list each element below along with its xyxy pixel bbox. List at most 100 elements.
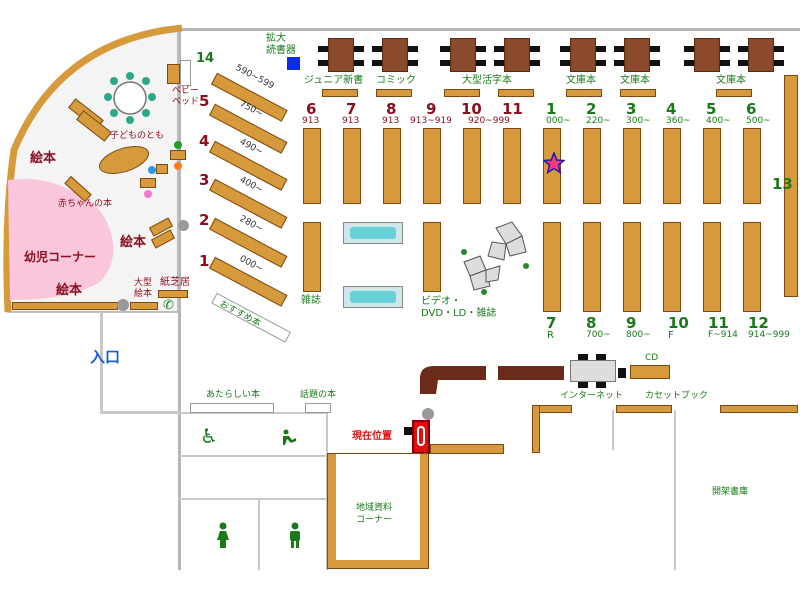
label-large-print: 大型活字本 bbox=[462, 75, 512, 86]
shelf-largeprint-a bbox=[444, 89, 480, 97]
shelf-num: 9 bbox=[626, 314, 637, 332]
label-local-materials: 地域資料 コーナー bbox=[356, 503, 393, 525]
label-infant-corner: 幼児コーナー bbox=[24, 250, 97, 264]
local-shelf-top bbox=[430, 444, 504, 454]
bookshelf bbox=[503, 128, 521, 204]
restroom-divider bbox=[178, 455, 328, 457]
bookshelf bbox=[623, 128, 641, 204]
shelf-largeprint-b bbox=[498, 89, 534, 97]
shelf-code: R bbox=[547, 330, 554, 341]
mens-restroom-icon bbox=[288, 522, 302, 548]
shelf-num: 10 bbox=[668, 314, 689, 332]
label-big-picture-books: 大型 絵本 bbox=[134, 278, 153, 299]
bookshelf bbox=[743, 222, 761, 312]
label-junior-new: ジュニア新書 bbox=[304, 75, 364, 86]
video-shelf bbox=[423, 222, 441, 292]
shelf-num-13: 13 bbox=[772, 175, 793, 193]
restroom-area bbox=[178, 412, 328, 570]
building-outer-wall bbox=[178, 28, 800, 570]
pillar bbox=[422, 408, 434, 420]
shelf-code: 913 bbox=[382, 116, 400, 126]
internet-desk-side bbox=[532, 405, 540, 453]
restroom-divider2 bbox=[178, 498, 328, 500]
bookshelf bbox=[463, 128, 481, 204]
shelf-code: 700~ bbox=[586, 330, 611, 340]
bottom-shelf bbox=[130, 302, 158, 310]
pillar bbox=[117, 299, 129, 311]
bookshelf bbox=[663, 222, 681, 312]
label-internet: インターネット bbox=[560, 391, 624, 401]
label-cassette: カセットブック bbox=[645, 391, 709, 401]
shelf-code: 300~ bbox=[626, 116, 651, 126]
shelf-num: 2 bbox=[586, 100, 597, 118]
baby-bed bbox=[167, 64, 180, 84]
shelf-num: 9 bbox=[426, 100, 437, 118]
label-baby-books: 赤ちゃんの本 bbox=[58, 199, 113, 209]
baby-care-icon bbox=[280, 428, 298, 446]
shelf-code: 913 bbox=[302, 116, 320, 126]
children-shelf-num: 4 bbox=[199, 132, 210, 150]
shelf-code: 400~ bbox=[706, 116, 731, 126]
bookshelf bbox=[423, 128, 441, 204]
terminal-chair bbox=[578, 354, 588, 360]
shelf-code: 360~ bbox=[666, 116, 691, 126]
sofa bbox=[343, 286, 403, 308]
label-baby-bed: ベビー ベッド bbox=[172, 86, 200, 107]
bookshelf bbox=[743, 128, 761, 204]
service-counter bbox=[420, 366, 564, 394]
label-picture-book-2: 絵本 bbox=[120, 235, 147, 250]
children-shelf-num: 14 bbox=[196, 51, 215, 66]
small-shelf bbox=[170, 150, 186, 160]
shelf-code: F bbox=[668, 330, 674, 341]
expand-reader-device bbox=[287, 57, 300, 70]
terminal-chair bbox=[596, 382, 606, 388]
shelf-num: 7 bbox=[546, 314, 557, 332]
shelf-code: 914~999 bbox=[748, 330, 790, 340]
label-bunko-1: 文庫本 bbox=[566, 75, 596, 86]
av-booth-icon bbox=[461, 221, 529, 295]
baby-bed-frame bbox=[180, 60, 191, 86]
shelf-junior bbox=[322, 89, 358, 97]
bookshelf bbox=[583, 222, 601, 312]
wall-segment bbox=[674, 410, 676, 570]
label-bunko-2: 文庫本 bbox=[620, 75, 650, 86]
shelf-num: 1 bbox=[546, 100, 557, 118]
bookshelf bbox=[583, 128, 601, 204]
label-cd: CD bbox=[645, 353, 659, 363]
bookshelf bbox=[343, 128, 361, 204]
kamishibai-shelf bbox=[158, 290, 188, 298]
cassette-shelf bbox=[616, 405, 672, 413]
terminal-chair bbox=[618, 368, 626, 378]
label-picture-book-3: 絵本 bbox=[56, 283, 83, 298]
shelf-code: 913~919 bbox=[410, 116, 452, 126]
current-location-marker bbox=[412, 420, 430, 454]
shelf-comic bbox=[376, 89, 412, 97]
star-marker-icon bbox=[543, 152, 565, 174]
shelf-code: 500~ bbox=[746, 116, 771, 126]
shelf-code: 800~ bbox=[626, 330, 651, 340]
shelf-code: 913 bbox=[342, 116, 360, 126]
shelf-code: F~914 bbox=[708, 330, 738, 340]
sofa bbox=[343, 222, 403, 244]
magazine-shelf bbox=[303, 222, 321, 292]
toy-dots-icon bbox=[144, 141, 182, 198]
shelf-num: 12 bbox=[748, 314, 769, 332]
bookshelf bbox=[623, 222, 641, 312]
children-shelf-num: 5 bbox=[199, 92, 210, 110]
children-shelf-num: 3 bbox=[199, 171, 210, 189]
right-shelf bbox=[720, 405, 798, 413]
cd-shelf bbox=[630, 365, 670, 379]
round-table-icon bbox=[104, 72, 156, 124]
bottom-shelf bbox=[12, 302, 118, 310]
label-current-location: 現在位置 bbox=[352, 431, 392, 442]
bookshelf bbox=[703, 222, 721, 312]
terminal-chair bbox=[596, 354, 606, 360]
label-closed-stacks: 開架書庫 bbox=[712, 487, 749, 497]
label-magazine: 雑誌 bbox=[301, 295, 321, 306]
wall-segment bbox=[612, 410, 614, 450]
label-kamishibai: 紙芝居 bbox=[160, 277, 190, 288]
local-materials-corner bbox=[327, 453, 429, 569]
shelf-num: 8 bbox=[586, 314, 597, 332]
womens-restroom-icon bbox=[216, 522, 230, 548]
label-picture-book-1: 絵本 bbox=[30, 151, 57, 166]
